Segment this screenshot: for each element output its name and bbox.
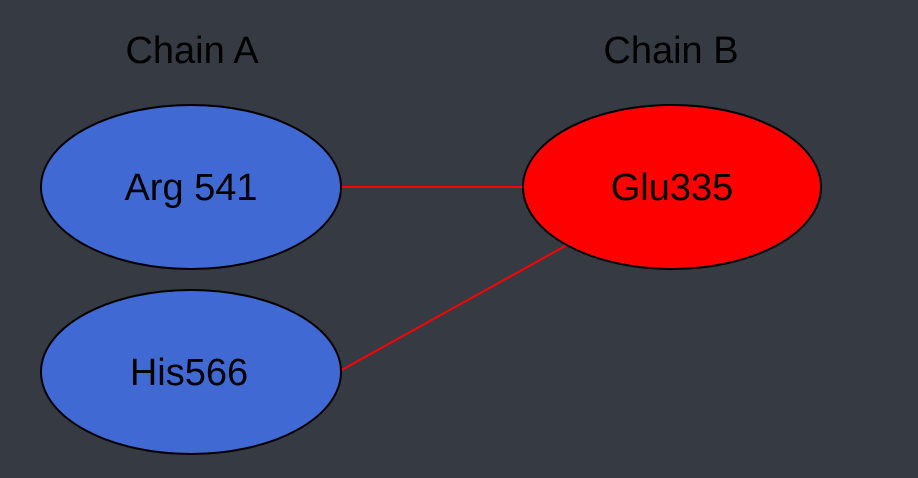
residue-node-glu335[interactable]: Glu335 (522, 104, 822, 270)
residue-node-arg541-shape (40, 104, 342, 270)
interaction-edge-his566-glu335 (337, 244, 568, 373)
residue-node-his566-label: His566 (130, 352, 248, 394)
residue-node-his566[interactable]: His566 (40, 289, 342, 455)
chain-b-label: Chain B (603, 30, 738, 72)
chain-a-label: Chain A (125, 30, 259, 72)
residue-node-arg541[interactable]: Arg 541 (40, 104, 342, 270)
residue-node-arg541-label: Arg 541 (124, 167, 257, 209)
residue-node-his566-shape (40, 289, 342, 455)
residue-node-glu335-label: Glu335 (611, 167, 734, 209)
residue-node-glu335-shape (522, 104, 822, 270)
